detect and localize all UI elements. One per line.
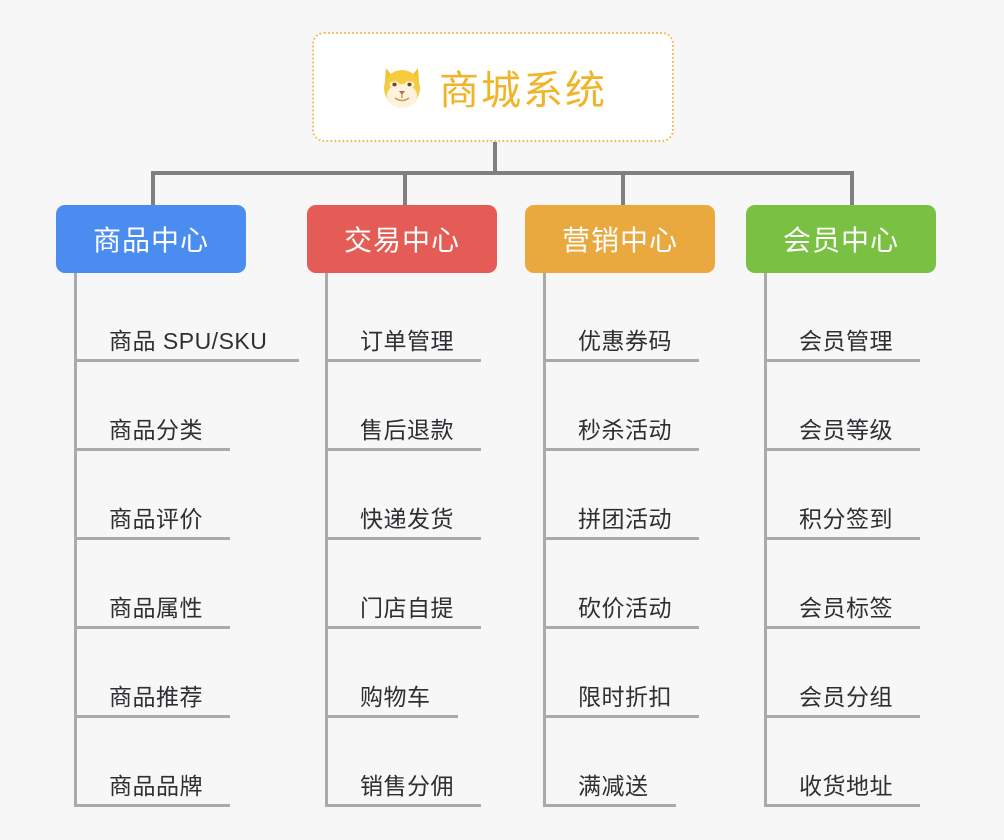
list-item[interactable]: 商品推荐: [77, 629, 267, 718]
leaf-underline: [546, 537, 699, 540]
leaf-label: 门店自提: [360, 595, 454, 621]
leaf-underline: [328, 359, 481, 362]
category-header-1-label: 商品中心: [92, 225, 209, 256]
leaf-underline: [767, 537, 920, 540]
leaf-list-1: 商品 SPU/SKU 商品分类 商品评价 商品属性 商品推荐 商品品牌: [74, 273, 299, 807]
leaf-underline: [77, 359, 299, 362]
leaf-label: 商品属性: [109, 595, 203, 621]
leaf-label: 限时折扣: [578, 684, 672, 710]
leaf-underline: [77, 715, 230, 718]
connector-drop-4: [850, 171, 854, 205]
leaf-label: 快递发货: [360, 506, 454, 532]
leaf-underline: [546, 626, 699, 629]
leaf-underline: [546, 804, 676, 807]
list-item[interactable]: 砍价活动: [546, 540, 715, 629]
category-header-1[interactable]: 商品中心: [56, 205, 246, 273]
leaf-label: 商品推荐: [109, 684, 203, 710]
leaf-label: 会员管理: [799, 328, 893, 354]
leaf-label: 订单管理: [360, 328, 454, 354]
list-item[interactable]: 会员等级: [767, 362, 936, 451]
list-item[interactable]: 快递发货: [328, 451, 497, 540]
shiba-dog-face-icon: [379, 64, 425, 110]
leaf-underline: [77, 804, 230, 807]
list-item[interactable]: 限时折扣: [546, 629, 715, 718]
list-item[interactable]: 购物车: [328, 629, 497, 718]
connector-drop-2: [403, 171, 407, 205]
category-header-4[interactable]: 会员中心: [746, 205, 936, 273]
leaf-label: 会员等级: [799, 417, 893, 443]
category-header-3-label: 营销中心: [561, 225, 678, 256]
leaf-underline: [546, 359, 699, 362]
list-item[interactable]: 满减送: [546, 718, 715, 807]
connector-root-stem: [493, 142, 497, 174]
list-item[interactable]: 会员标签: [767, 540, 936, 629]
connector-drop-1: [151, 171, 155, 205]
leaf-underline: [767, 359, 920, 362]
leaf-label: 满减送: [578, 773, 649, 799]
root-node[interactable]: 商城系统: [312, 32, 674, 142]
category-header-3[interactable]: 营销中心: [525, 205, 715, 273]
leaf-label: 商品评价: [109, 506, 203, 532]
list-item[interactable]: 会员分组: [767, 629, 936, 718]
leaf-label: 收货地址: [799, 773, 893, 799]
list-item[interactable]: 商品品牌: [77, 718, 267, 807]
category-column-2: 交易中心 订单管理 售后退款 快递发货 门店自提 购物车: [307, 205, 497, 807]
leaf-underline: [328, 715, 458, 718]
leaf-label: 优惠券码: [578, 328, 672, 354]
leaf-label: 会员分组: [799, 684, 893, 710]
leaf-underline: [328, 804, 481, 807]
list-item[interactable]: 订单管理: [328, 273, 497, 362]
list-item[interactable]: 商品 SPU/SKU: [77, 273, 299, 362]
leaf-label: 拼团活动: [578, 506, 672, 532]
leaf-underline: [77, 448, 230, 451]
leaf-underline: [767, 448, 920, 451]
leaf-list-2: 订单管理 售后退款 快递发货 门店自提 购物车 销售分佣: [325, 273, 497, 807]
list-item[interactable]: 售后退款: [328, 362, 497, 451]
category-header-2-label: 交易中心: [343, 225, 460, 256]
leaf-label: 销售分佣: [360, 773, 454, 799]
leaf-list-4: 会员管理 会员等级 积分签到 会员标签 会员分组 收货地址: [764, 273, 936, 807]
leaf-underline: [767, 715, 920, 718]
list-item[interactable]: 销售分佣: [328, 718, 497, 807]
leaf-underline: [767, 804, 920, 807]
category-column-4: 会员中心 会员管理 会员等级 积分签到 会员标签 会员分组: [746, 205, 936, 807]
category-column-1: 商品中心 商品 SPU/SKU 商品分类 商品评价 商品属性 商品推荐: [56, 205, 299, 807]
category-header-4-label: 会员中心: [782, 225, 899, 256]
leaf-underline: [328, 537, 481, 540]
connector-horizontal-bar: [151, 171, 854, 175]
list-item[interactable]: 积分签到: [767, 451, 936, 540]
leaf-underline: [767, 626, 920, 629]
connector-drop-3: [621, 171, 625, 205]
list-item[interactable]: 商品属性: [77, 540, 267, 629]
leaf-underline: [328, 448, 481, 451]
leaf-label: 购物车: [360, 684, 431, 710]
list-item[interactable]: 秒杀活动: [546, 362, 715, 451]
list-item[interactable]: 优惠券码: [546, 273, 715, 362]
category-header-2[interactable]: 交易中心: [307, 205, 497, 273]
leaf-underline: [77, 626, 230, 629]
list-item[interactable]: 门店自提: [328, 540, 497, 629]
list-item[interactable]: 收货地址: [767, 718, 936, 807]
leaf-underline: [546, 448, 699, 451]
leaf-label: 商品品牌: [109, 773, 203, 799]
category-column-3: 营销中心 优惠券码 秒杀活动 拼团活动 砍价活动 限时折扣: [525, 205, 715, 807]
leaf-list-3: 优惠券码 秒杀活动 拼团活动 砍价活动 限时折扣 满减送: [543, 273, 715, 807]
list-item[interactable]: 商品分类: [77, 362, 267, 451]
leaf-label: 秒杀活动: [578, 417, 672, 443]
leaf-label: 积分签到: [799, 506, 893, 532]
list-item[interactable]: 拼团活动: [546, 451, 715, 540]
leaf-underline: [546, 715, 699, 718]
list-item[interactable]: 商品评价: [77, 451, 267, 540]
leaf-label: 砍价活动: [578, 595, 672, 621]
leaf-underline: [328, 626, 481, 629]
leaf-underline: [77, 537, 230, 540]
list-item[interactable]: 会员管理: [767, 273, 936, 362]
leaf-label: 会员标签: [799, 595, 893, 621]
leaf-label: 商品分类: [109, 417, 203, 443]
leaf-label: 售后退款: [360, 417, 454, 443]
leaf-label: 商品 SPU/SKU: [109, 328, 268, 354]
root-title: 商城系统: [439, 69, 607, 113]
